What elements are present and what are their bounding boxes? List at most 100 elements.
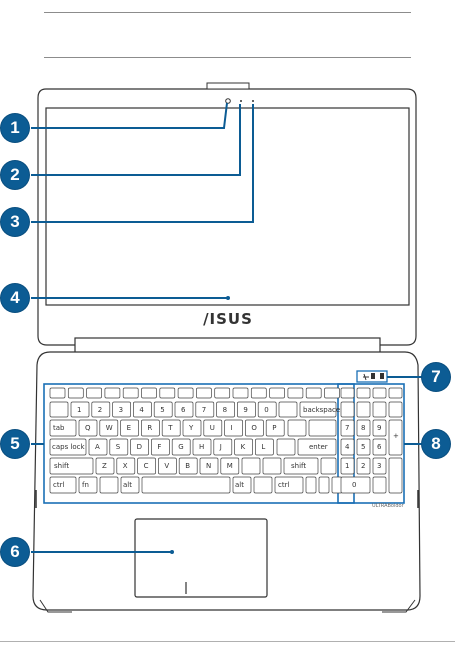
brand-logo: /ISUS bbox=[203, 310, 253, 328]
letter-key bbox=[192, 438, 212, 456]
numpad-key bbox=[356, 419, 371, 437]
letter-key bbox=[120, 419, 139, 437]
letter-key-label: A bbox=[95, 443, 100, 451]
fn-label: fn bbox=[82, 481, 89, 489]
letter-key-label: Y bbox=[189, 424, 194, 432]
function-key bbox=[232, 387, 249, 399]
letter-key bbox=[224, 419, 243, 437]
fn-key bbox=[78, 476, 98, 494]
menu-key bbox=[253, 476, 273, 494]
number-key-label: 0 bbox=[264, 406, 269, 414]
numpad-top-key bbox=[372, 387, 387, 399]
letter-key bbox=[116, 457, 136, 475]
letter-key-label: K bbox=[240, 443, 246, 451]
function-key bbox=[214, 387, 231, 399]
function-key bbox=[67, 387, 84, 399]
number-key-label: 3 bbox=[118, 406, 124, 414]
letter-key-label: S bbox=[115, 443, 121, 451]
letter-key bbox=[234, 438, 253, 456]
numpad-top-key bbox=[356, 387, 371, 399]
ctrl-right-label: ctrl bbox=[278, 481, 290, 489]
number-key-label: 1 bbox=[77, 406, 82, 414]
callout-3: 3 bbox=[1, 208, 29, 236]
footer-rule bbox=[0, 641, 455, 642]
function-key bbox=[49, 387, 66, 399]
callout-5: 5 bbox=[1, 430, 29, 458]
numpad-key-label: 6 bbox=[377, 443, 382, 451]
numpad-key bbox=[372, 438, 387, 456]
base-foot-right bbox=[382, 599, 416, 613]
callout-6: 6 bbox=[1, 538, 29, 566]
letter-key bbox=[99, 419, 119, 437]
callout-8: 8 bbox=[422, 430, 450, 458]
base-foot-left bbox=[39, 599, 72, 613]
alt-right-label: alt bbox=[235, 481, 244, 489]
number-key-label: 6 bbox=[181, 406, 186, 414]
letter-key bbox=[88, 438, 108, 456]
alt-key bbox=[120, 476, 140, 494]
letter-key bbox=[213, 438, 233, 456]
numpad-key bbox=[340, 438, 355, 456]
letter-key-label: X bbox=[122, 462, 128, 470]
number-key bbox=[216, 401, 235, 418]
star-key bbox=[372, 401, 387, 418]
shift-label: shift bbox=[54, 462, 70, 470]
number-key bbox=[237, 401, 256, 418]
numpad-key-label: 7 bbox=[345, 424, 350, 432]
letter-key-label: I bbox=[230, 424, 233, 432]
numpad-enter-key bbox=[388, 457, 403, 494]
letter-key bbox=[158, 457, 177, 475]
backspace-label: backspace bbox=[303, 406, 341, 414]
numpad-key bbox=[372, 457, 387, 475]
letter-key bbox=[203, 419, 223, 437]
backslash-key bbox=[308, 419, 337, 437]
numpad-dot-key bbox=[372, 476, 387, 494]
leader-6-dot bbox=[170, 550, 174, 554]
letter-key bbox=[78, 419, 98, 437]
letter-key bbox=[161, 419, 181, 437]
letter-key bbox=[141, 419, 160, 437]
alt-label: alt bbox=[123, 481, 132, 489]
tab-label: tab bbox=[53, 424, 65, 432]
keys-group bbox=[49, 387, 403, 494]
shift-right-key bbox=[283, 457, 319, 475]
callout-7: 7 bbox=[422, 363, 450, 391]
numlock-key bbox=[340, 401, 355, 418]
function-key bbox=[196, 387, 212, 399]
numpad-key-label: 8 bbox=[361, 424, 366, 432]
numpad-plus-label: + bbox=[393, 432, 399, 440]
function-key bbox=[177, 387, 194, 399]
numpad-key-label: 3 bbox=[377, 462, 382, 470]
number-key-label: 5 bbox=[160, 406, 165, 414]
letter-key bbox=[255, 438, 274, 456]
letter-key-label: G bbox=[178, 443, 184, 451]
letter-key-label: H bbox=[199, 443, 205, 451]
function-key bbox=[122, 387, 139, 399]
function-key bbox=[159, 387, 176, 399]
letter-key-label: R bbox=[147, 424, 153, 432]
number-key bbox=[153, 401, 173, 418]
enter-key bbox=[297, 438, 337, 456]
number-key-label: 9 bbox=[243, 406, 248, 414]
header-rule bbox=[44, 57, 411, 58]
numpad-key bbox=[372, 419, 387, 437]
arrow-left-key bbox=[305, 476, 317, 494]
function-key bbox=[141, 387, 157, 399]
ctrl-label: ctrl bbox=[53, 481, 65, 489]
letter-key-label: W bbox=[105, 424, 113, 432]
letter-key-label: O bbox=[251, 424, 257, 432]
bracket-key bbox=[287, 419, 307, 437]
letter-key bbox=[151, 438, 170, 456]
letter-key bbox=[265, 419, 285, 437]
numpad-plus-key bbox=[388, 419, 403, 456]
numpad-zero-label: 0 bbox=[352, 481, 357, 489]
number-key bbox=[257, 401, 277, 418]
caps-label: caps lock bbox=[52, 443, 85, 451]
letter-key-label: D bbox=[136, 443, 142, 451]
callout-4: 4 bbox=[1, 284, 29, 312]
letter-key-label: V bbox=[164, 462, 170, 470]
alt-right-key bbox=[232, 476, 252, 494]
number-key-label: 4 bbox=[139, 406, 144, 414]
letter-key bbox=[199, 457, 219, 475]
tab-key bbox=[49, 419, 77, 437]
